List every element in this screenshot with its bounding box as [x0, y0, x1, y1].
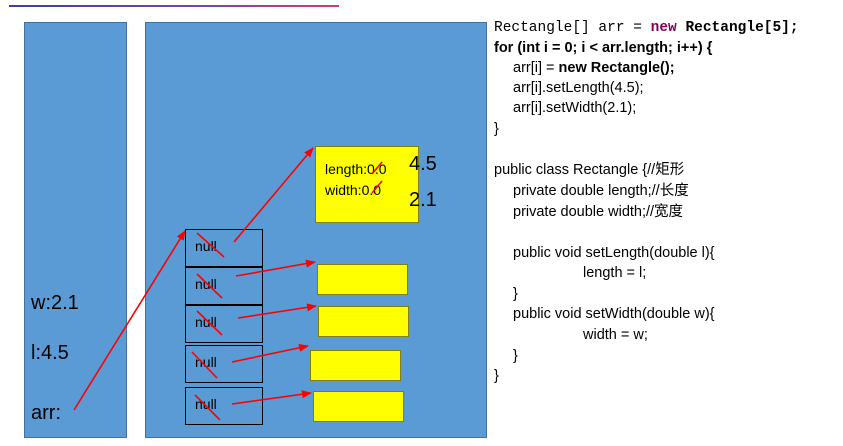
code-text: new Rectangle();: [558, 60, 675, 76]
arr-reference-arrow: [73, 230, 186, 411]
code-text: Rectangle[5];: [676, 20, 799, 36]
rectangle-object-2: [318, 306, 409, 337]
stack-var-l: l:4.5: [31, 342, 69, 364]
strike-length-default: [371, 161, 383, 175]
strike-mark-2: [196, 310, 223, 336]
array-cell-value: null: [195, 354, 217, 370]
object-length-value: 4.5: [409, 153, 437, 175]
strike-mark-4: [194, 394, 221, 421]
code-text: Rectangle[] arr =: [494, 20, 651, 36]
rectangle-object-0: length:0.0 width:0.0: [315, 146, 419, 223]
array-cell-0: null: [185, 229, 263, 267]
strike-width-default: [371, 180, 383, 194]
rectangle-object-1: [317, 264, 408, 295]
stack-var-w: w:2.1: [31, 292, 79, 314]
code-keyword: new: [650, 20, 677, 36]
code-line: arr[i] = new Rectangle();: [513, 58, 675, 78]
code-line: }: [513, 286, 518, 302]
code-line: }: [494, 368, 499, 384]
code-line: }: [494, 121, 499, 137]
strike-mark-0: [196, 232, 225, 258]
object-length-field: length:0.0: [325, 161, 387, 177]
code-line: public void setLength(double l){: [513, 245, 715, 261]
object-width-value: 2.1: [409, 189, 437, 211]
strike-mark-1: [196, 273, 223, 299]
code-line: }: [513, 348, 518, 364]
strike-mark-3: [191, 351, 218, 379]
code-line: length = l;: [583, 265, 647, 281]
code-text: arr[i] =: [513, 60, 559, 76]
element-1-arrow: [235, 259, 316, 277]
code-line: Rectangle[] arr = new Rectangle[5];: [494, 18, 799, 38]
title-underline: [9, 5, 339, 7]
code-line: public class Rectangle {//矩形: [494, 162, 685, 178]
rectangle-object-3: [310, 350, 401, 381]
array-cell-value: null: [195, 314, 217, 330]
element-2-arrow: [237, 303, 317, 319]
code-line: arr[i].setWidth(2.1);: [513, 100, 637, 116]
code-line: arr[i].setLength(4.5);: [513, 80, 644, 96]
element-3-arrow: [231, 343, 309, 363]
rectangle-object-4: [313, 391, 404, 422]
array-cell-value: null: [195, 238, 217, 254]
code-line: private double width;//宽度: [513, 204, 684, 220]
stack-memory-panel: [24, 22, 127, 438]
array-cell-3: null: [185, 345, 263, 383]
object-width-field: width:0.0: [325, 182, 382, 198]
code-line: public void setWidth(double w){: [513, 306, 715, 322]
stack-var-arr: arr:: [31, 402, 61, 424]
array-cell-2: null: [185, 305, 263, 343]
element-4-arrow: [231, 390, 312, 405]
code-line: width = w;: [583, 327, 648, 343]
code-line: for (int i = 0; i < arr.length; i++) {: [494, 40, 713, 56]
element-0-arrow: [233, 147, 314, 243]
code-line: private double length;//长度: [513, 183, 689, 199]
